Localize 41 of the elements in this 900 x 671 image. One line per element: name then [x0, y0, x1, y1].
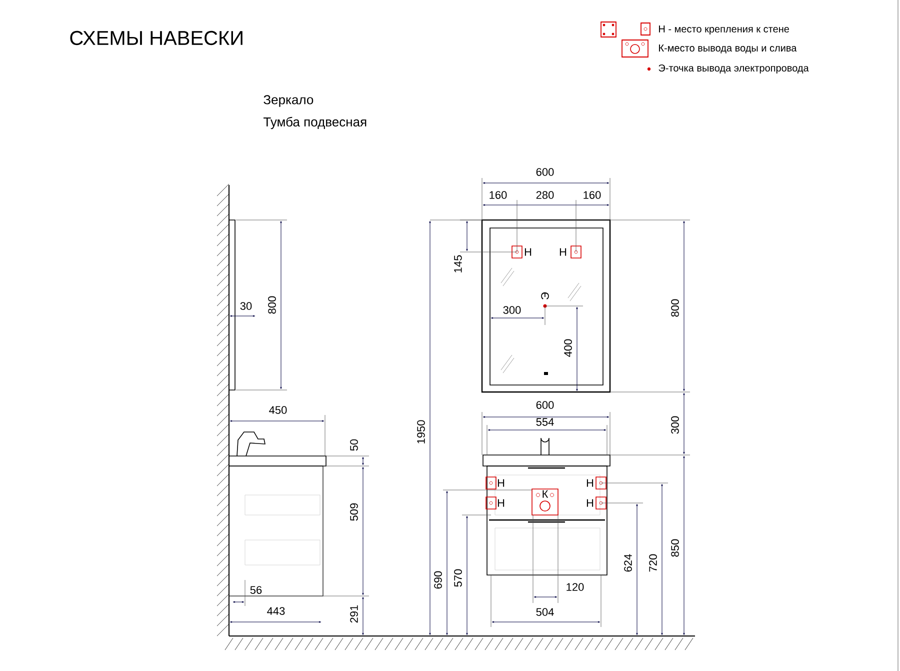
dimension-label: 624 [624, 554, 632, 572]
marker-letter: Н [524, 248, 532, 256]
dimension-label: 145 [454, 255, 462, 272]
marker-letter: Н [586, 479, 594, 487]
dimension-label: 554 [536, 418, 554, 426]
marker-letter: Н [498, 499, 504, 507]
marker-letter: Н [586, 499, 594, 507]
dimension-label: 300 [503, 306, 521, 314]
dimension-label: 570 [454, 569, 462, 587]
subtitle: Зеркало [264, 95, 314, 107]
legend-text: К-место вывода воды и слива [659, 44, 797, 54]
dimension-label: 300 [671, 416, 679, 434]
dimension-label: 160 [584, 191, 601, 199]
marker-letter: К [542, 490, 548, 498]
dimension-label: 160 [490, 191, 507, 199]
dimension-label: 291 [350, 605, 358, 623]
dimension-label: 120 [566, 583, 584, 591]
dimension-label: 56 [250, 586, 262, 594]
dimension-label: 1950 [417, 420, 425, 444]
dimension-label: 800 [671, 299, 679, 317]
legend-text: Н - место крепления к стене [659, 26, 789, 34]
dimension-label: 280 [536, 191, 554, 199]
marker-letter: Н [498, 479, 504, 487]
subtitle: Тумба подвесная [264, 116, 366, 130]
dimension-label: 443 [267, 607, 285, 615]
dimension-label: 690 [434, 571, 442, 589]
dimension-label: 450 [269, 406, 287, 414]
marker-letter: Э [541, 292, 549, 300]
dimension-label: 850 [671, 539, 679, 557]
dimension-label: 600 [536, 168, 554, 176]
dimension-label: 600 [536, 401, 554, 409]
dimension-label: 509 [350, 503, 358, 521]
dimension-label: 50 [350, 439, 358, 451]
dimension-label: 800 [268, 296, 276, 314]
dimension-label: 30 [240, 302, 252, 310]
legend-text: Э-точка вывода электропровода [658, 64, 809, 74]
heading: СХЕМЫ НАВЕСКИ [70, 30, 242, 46]
dimension-label: 400 [564, 339, 572, 357]
dimension-label: 720 [649, 554, 657, 572]
marker-letter: Н [560, 248, 566, 256]
dimension-label: 504 [536, 608, 554, 616]
